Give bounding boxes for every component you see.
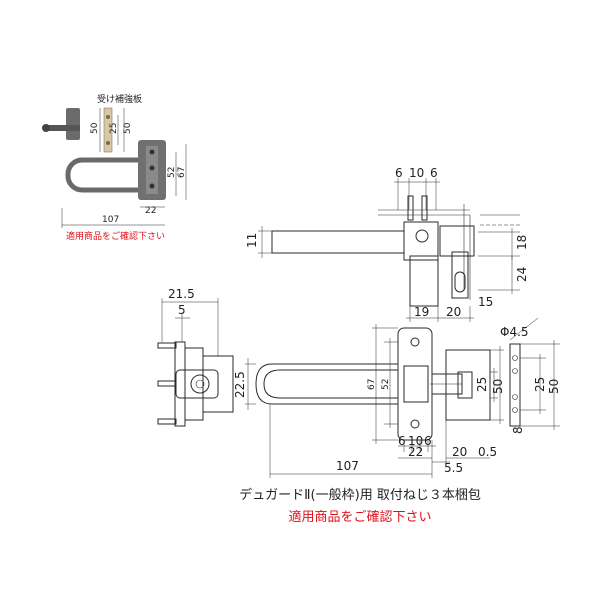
front-dim-20: 20 <box>452 445 467 459</box>
front-bottom-6a: 6 <box>398 434 406 448</box>
front-dim-5: 5 <box>178 303 186 317</box>
front-dim-22-5: 22.5 <box>233 371 247 398</box>
side-dim-18: 18 <box>515 235 529 250</box>
photo-dim-25: 25 <box>109 123 119 134</box>
front-bottom-6b: 6 <box>424 434 432 448</box>
side-dim-24: 24 <box>515 267 529 282</box>
side-view <box>271 195 520 307</box>
side-dim-11: 11 <box>245 233 259 248</box>
side-top-6a: 6 <box>395 166 403 180</box>
product-caption: デュガードⅡ(一般枠)用 取付ねじ３本梱包 <box>239 488 481 503</box>
photo-note: 適用商品をご確認下さい <box>66 230 165 242</box>
side-dim-20: 20 <box>446 305 461 319</box>
front-dim-0-5: 0.5 <box>478 445 497 459</box>
receiver-plate-label: 受け補強板 <box>97 93 142 105</box>
side-view-dimensions <box>258 178 520 322</box>
front-dim-25: 25 <box>475 377 489 392</box>
product-photo <box>42 107 166 200</box>
front-dim-67: 67 <box>367 379 377 390</box>
photo-dim-22: 22 <box>145 206 156 216</box>
front-phi-4-5: Φ4.5 <box>500 325 529 339</box>
side-dim-19: 19 <box>414 305 429 319</box>
photo-dim-107: 107 <box>102 215 119 225</box>
side-top-10: 10 <box>409 166 424 180</box>
front-view-dimensions <box>161 298 560 478</box>
front-dim-107: 107 <box>336 459 359 473</box>
photo-dimensions <box>61 108 187 228</box>
plate-dim-8: 8 <box>511 426 525 434</box>
front-dim-22: 22 <box>408 445 423 459</box>
photo-dim-50-left: 50 <box>90 122 100 134</box>
photo-dim-50-plate: 50 <box>123 122 133 134</box>
photo-dim-67: 67 <box>177 167 187 178</box>
front-view <box>157 327 521 441</box>
photo-dim-52: 52 <box>167 167 177 178</box>
front-dim-50: 50 <box>491 379 505 394</box>
side-top-6b: 6 <box>430 166 438 180</box>
front-dim-5-5: 5.5 <box>444 461 463 475</box>
front-bottom-10: 10 <box>408 434 423 448</box>
plate-dim-50: 50 <box>547 379 561 394</box>
plate-dim-25: 25 <box>533 377 547 392</box>
side-dim-15: 15 <box>478 295 493 309</box>
front-dim-52: 52 <box>381 379 391 390</box>
front-dim-21-5: 21.5 <box>168 287 195 301</box>
confirm-note: 適用商品をご確認下さい <box>288 510 432 525</box>
